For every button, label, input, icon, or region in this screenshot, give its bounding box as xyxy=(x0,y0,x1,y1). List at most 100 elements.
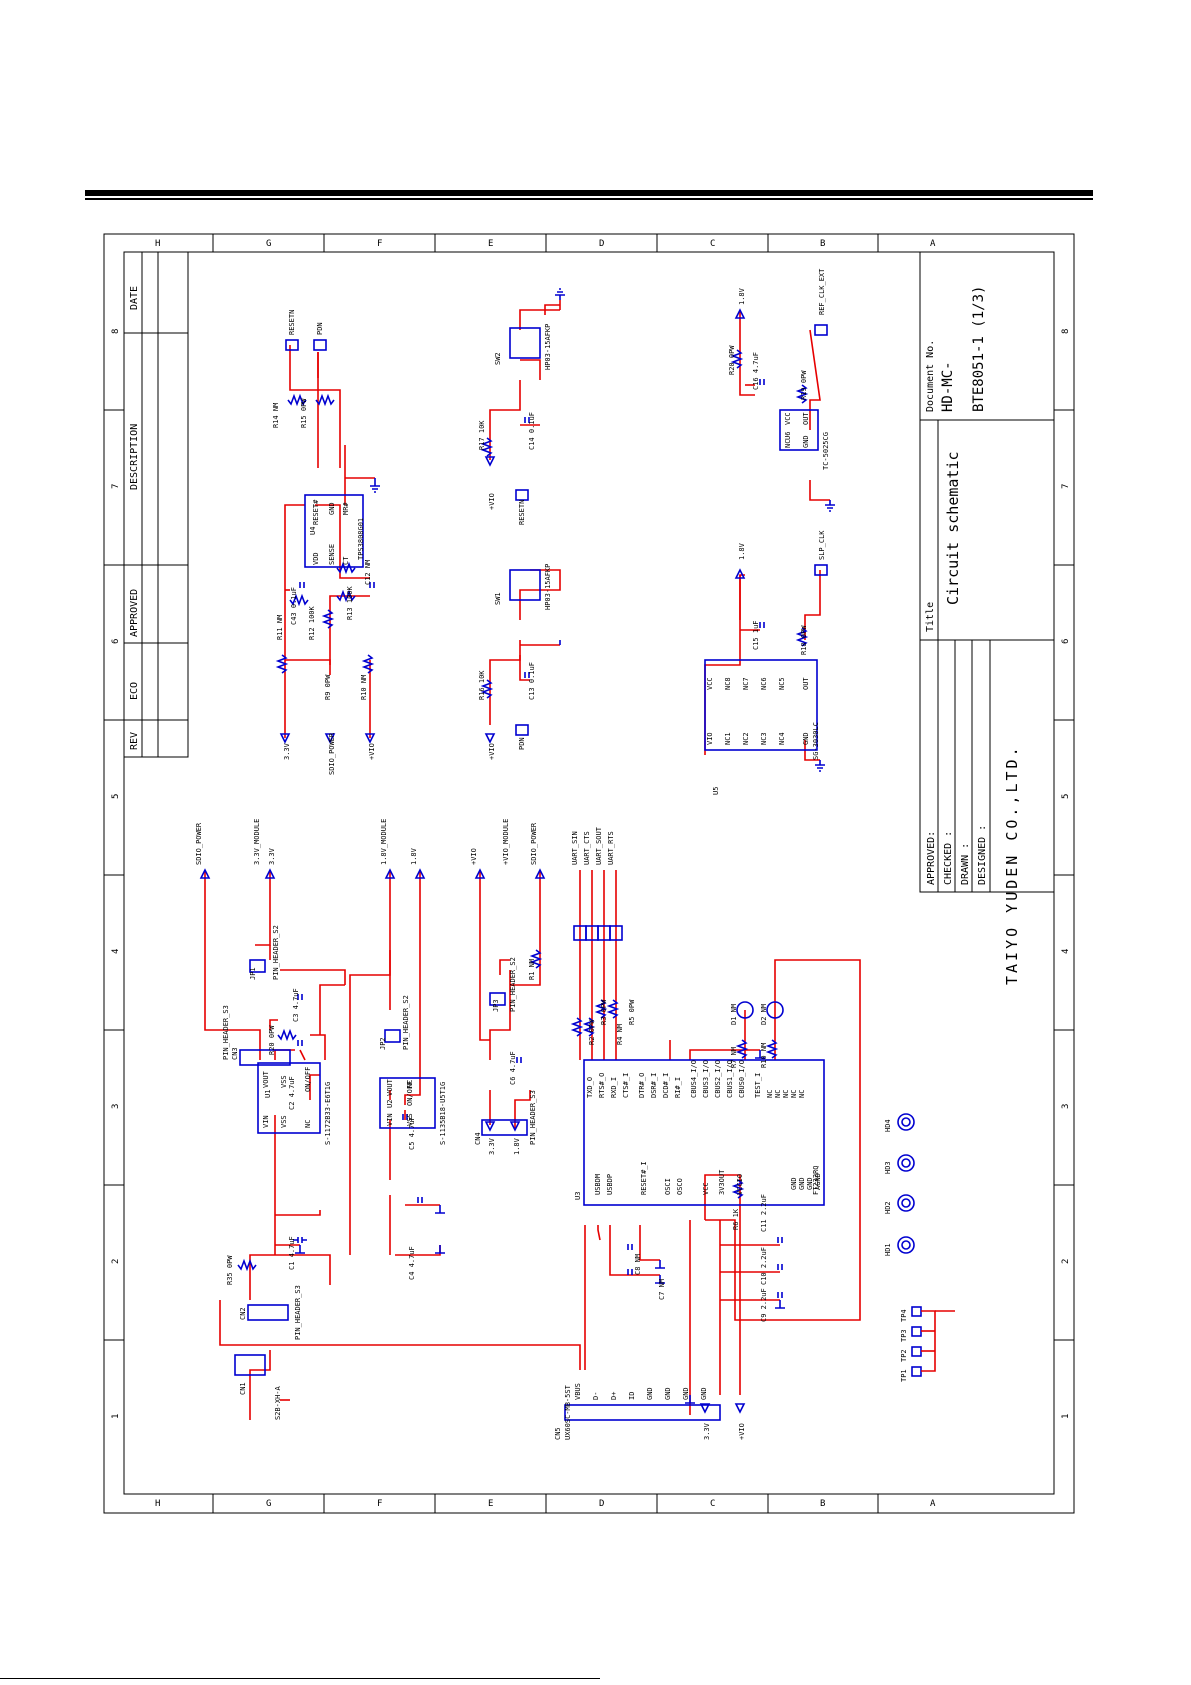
u3-pin-cbus4: CBUS4_I/O xyxy=(690,1060,698,1098)
checked-field: CHECKED : xyxy=(943,831,954,885)
net-sdio-power-left: SDIO_POWER xyxy=(195,822,203,865)
zone-b-bottom: B xyxy=(820,1499,825,1509)
date-header: DATE xyxy=(129,286,140,310)
tp1-label: TP1 xyxy=(900,1369,908,1382)
hd1-label: HD1 xyxy=(884,1243,892,1256)
u3-pin-3v3out: 3V3OUT xyxy=(718,1169,726,1195)
u5-pin-nc5: NC5 xyxy=(778,677,786,690)
u2-pin-vss: VSS xyxy=(406,1113,414,1126)
hd2-label: HD2 xyxy=(884,1201,892,1214)
cn1-part: S2B-XH-A xyxy=(274,1385,282,1420)
u5-part: SG-3030LC xyxy=(812,722,820,760)
net-vio-top: +VIO xyxy=(470,848,478,865)
zone-3-right: 3 xyxy=(1061,1104,1071,1109)
c15-label: C15 1uF xyxy=(752,620,760,650)
net-vio-sw2: +VIO xyxy=(488,493,496,510)
zone-h-bottom: H xyxy=(155,1499,160,1509)
c3-label: C3 4.7uF xyxy=(292,988,300,1022)
jp3-part: PIN_HEADER_S2 xyxy=(509,957,517,1012)
net-1v8-u6: 1.8V xyxy=(738,287,746,305)
rev-header: REV xyxy=(129,732,140,750)
u2-part: S-1135B18-U5T1G xyxy=(439,1082,447,1145)
doc-no-2: BTE8051-1 (1/3) xyxy=(971,286,987,412)
zone-f-top: F xyxy=(377,239,382,249)
u1-pin-vout: VOUT xyxy=(262,1070,270,1088)
r7-label: R7 NM xyxy=(730,1047,738,1068)
u5-pin-gnd: GND xyxy=(802,732,810,745)
r11-label: R11 NM xyxy=(276,615,284,640)
sw2-part: HP03-15AFKP xyxy=(544,324,552,370)
zone-7-left: 7 xyxy=(111,484,121,489)
sw1-part: HP03-15AFKP xyxy=(544,564,552,610)
zone-f-bottom: F xyxy=(377,1499,382,1509)
u2-pin-nc: NC xyxy=(406,1080,414,1088)
u3-pin-nc5: NC xyxy=(798,1090,806,1098)
zone-numbers-left: 8 7 6 5 4 3 2 1 xyxy=(111,329,121,1419)
r19-label: R19 0PW xyxy=(800,370,808,400)
r6-label: R6 1K xyxy=(732,1208,740,1230)
u3-pin-cbus1: CBUS1_I/O xyxy=(726,1060,734,1098)
zone-letters-bottom: H G F E D C B A xyxy=(155,1499,936,1509)
u3-pin-nc1: NC xyxy=(766,1090,774,1098)
net-ref-clk-ext: REF_CLK_EXT xyxy=(818,268,826,315)
u3-pin-nc4: NC xyxy=(790,1090,798,1098)
u3-pin-vccio: VCCIO xyxy=(736,1174,744,1195)
u5-pin-out: OUT xyxy=(802,677,810,690)
u3-pin-vcc: VCC xyxy=(702,1182,710,1195)
u5-pin-nc3: NC3 xyxy=(760,732,768,745)
u5-pin-nc6: NC6 xyxy=(760,677,768,690)
hd3-label: HD3 xyxy=(884,1161,892,1174)
net-sdio-power-bottom: SDIO_POWER xyxy=(328,732,336,775)
r10-label: R10 NM xyxy=(360,675,368,700)
zone-g-bottom: G xyxy=(266,1499,271,1509)
zone-numbers-right: 8 7 6 5 4 3 2 1 xyxy=(1061,329,1071,1419)
r16-label: R16 10K xyxy=(478,670,486,700)
d1-label: D1 NM xyxy=(730,1004,738,1025)
jp2-ref: JP2 xyxy=(379,1037,387,1050)
net-3v3-top: 3.3V xyxy=(268,847,276,865)
u3-pin-gnd1: GND xyxy=(790,1177,798,1190)
u2-pin-onoff: ON/OFF xyxy=(406,1081,414,1106)
u5-pin-nc1: NC1 xyxy=(724,732,732,745)
cn5-ref: CN5 xyxy=(554,1427,562,1440)
r4-label: R4 NM xyxy=(616,1024,624,1045)
r17-label: R17 10K xyxy=(478,420,486,450)
c43-label: C43 0.1uF xyxy=(290,587,298,625)
r35-label: R35 0PW xyxy=(226,1255,234,1285)
r12-label: R12 100K xyxy=(308,605,316,640)
approved-field: APPROVED: xyxy=(926,831,937,885)
hd4-label: HD4 xyxy=(884,1119,892,1132)
net-uart-cts: UART_CTS xyxy=(583,831,591,865)
tp2-label: TP2 xyxy=(900,1349,908,1362)
c11-label: C11 2.2uF xyxy=(760,1194,768,1232)
u4-pin-vdd: VDD xyxy=(312,552,320,565)
cn1-ref: CN1 xyxy=(239,1382,247,1395)
net-slp-clk: SLP_CLK xyxy=(818,530,826,560)
u5-pin-nc8: NC8 xyxy=(724,677,732,690)
u3-pin-reset: RESET#_I xyxy=(640,1161,648,1195)
zone-2-right: 2 xyxy=(1061,1259,1071,1264)
zone-b-top: B xyxy=(820,239,825,249)
u3-pin-dtr: DTR#_O xyxy=(638,1073,646,1098)
net-vio-left: +VIO xyxy=(368,743,376,760)
u2-pin-vin: VIN xyxy=(386,1113,394,1126)
c1-label: C1 4.7uF xyxy=(288,1236,296,1270)
u1-pin-vin: VIN xyxy=(262,1115,270,1128)
sw2-ref: SW2 xyxy=(494,352,502,365)
u3-pin-rxd: RXD_I xyxy=(610,1077,618,1098)
zone-e-bottom: E xyxy=(488,1499,493,1509)
zone-4-left: 4 xyxy=(111,949,121,954)
cn5-pin-gnd3: GND xyxy=(682,1387,690,1400)
zone-d-top: D xyxy=(599,239,604,249)
u3-ref: U3 xyxy=(574,1192,582,1200)
u3-pin-dsr: DSR#_I xyxy=(650,1073,658,1098)
zone-3-left: 3 xyxy=(111,1104,121,1109)
u3-pin-cts: CTS#_I xyxy=(622,1073,630,1098)
cn5-pin-vbus: VBUS xyxy=(574,1383,582,1400)
net-sdio-power-right: SDIO_POWER xyxy=(530,822,538,865)
u5-ref: U5 xyxy=(712,787,720,795)
u3-pin-txd: TXD_O xyxy=(586,1077,594,1098)
u3-pin-nc3: NC xyxy=(782,1090,790,1098)
symbols xyxy=(199,288,922,1421)
